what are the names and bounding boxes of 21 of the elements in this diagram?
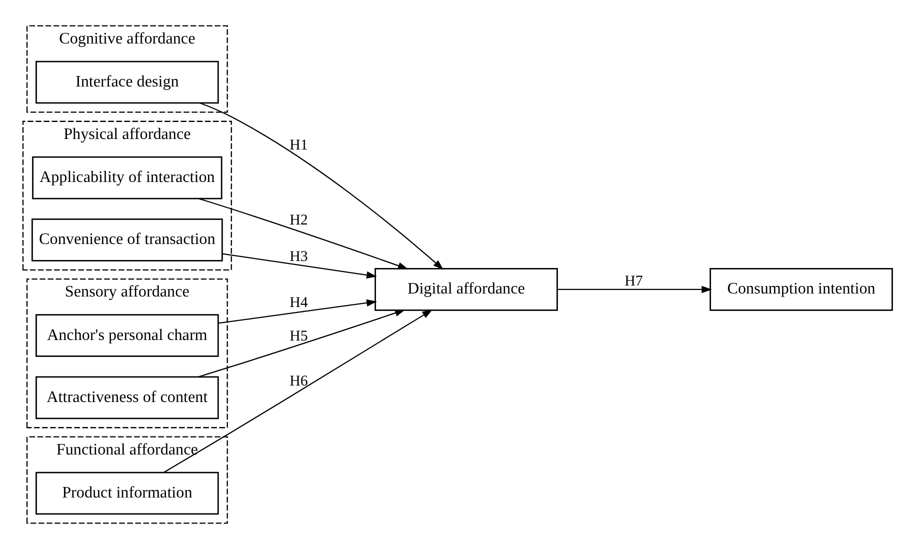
edge-label: H4 bbox=[289, 294, 308, 311]
edge-label: H7 bbox=[624, 272, 642, 289]
node-box: Digital affordance bbox=[374, 268, 558, 310]
node-box: Interface design bbox=[35, 60, 218, 104]
arrow bbox=[162, 309, 432, 472]
node-box: Attractiveness of content bbox=[35, 376, 218, 419]
arrow bbox=[222, 252, 376, 278]
node-box: Anchor's personal charm bbox=[35, 314, 218, 356]
node-box: Convenience of transaction bbox=[31, 218, 222, 261]
edge-label: H6 bbox=[289, 372, 308, 389]
node-box: Product information bbox=[35, 471, 218, 514]
arrow bbox=[198, 309, 405, 377]
edge-label: H3 bbox=[289, 248, 308, 265]
node-box: Consumption intention bbox=[709, 268, 892, 310]
arrow bbox=[218, 298, 376, 324]
arrow bbox=[556, 285, 712, 293]
edge-label: H1 bbox=[289, 136, 308, 153]
edge-label: H2 bbox=[289, 212, 308, 228]
edge-label: H5 bbox=[289, 328, 308, 344]
node-box: Applicability of interaction bbox=[32, 156, 222, 199]
arrow bbox=[198, 198, 408, 269]
